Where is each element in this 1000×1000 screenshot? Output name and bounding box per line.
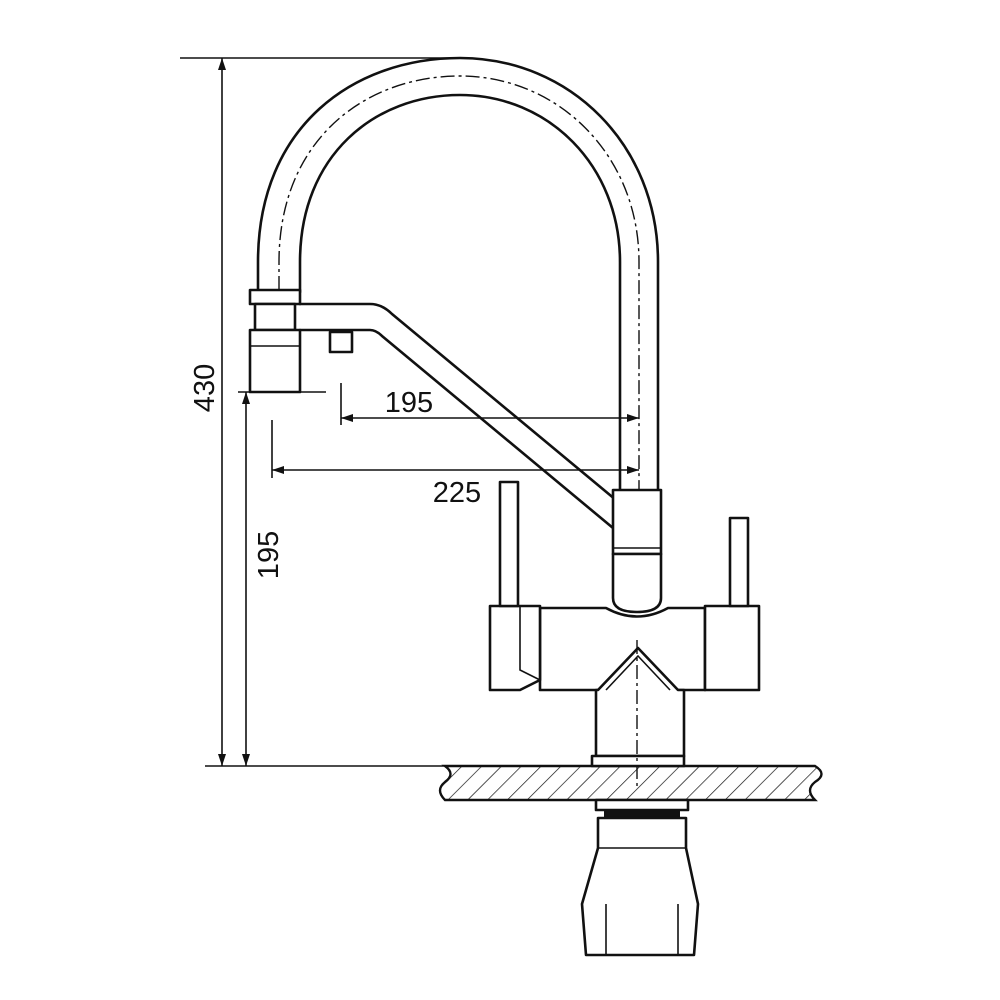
countertop	[438, 764, 823, 802]
dimension-reach-long: 225	[271, 420, 639, 509]
mounting-shank	[580, 798, 700, 957]
dimension-reach-short: 195	[340, 383, 639, 425]
filter-water-arm	[298, 302, 630, 530]
reach-short-label: 195	[385, 387, 433, 419]
reach-long-label: 225	[433, 477, 481, 509]
spout-height-label: 195	[253, 531, 285, 579]
gooseneck-spout	[256, 56, 660, 492]
mixer-body	[488, 480, 761, 790]
dimension-total-height: 430	[180, 57, 462, 767]
dimension-spout-height: 195	[238, 391, 326, 766]
total-height-label: 430	[189, 364, 221, 412]
spout-head	[248, 288, 302, 394]
